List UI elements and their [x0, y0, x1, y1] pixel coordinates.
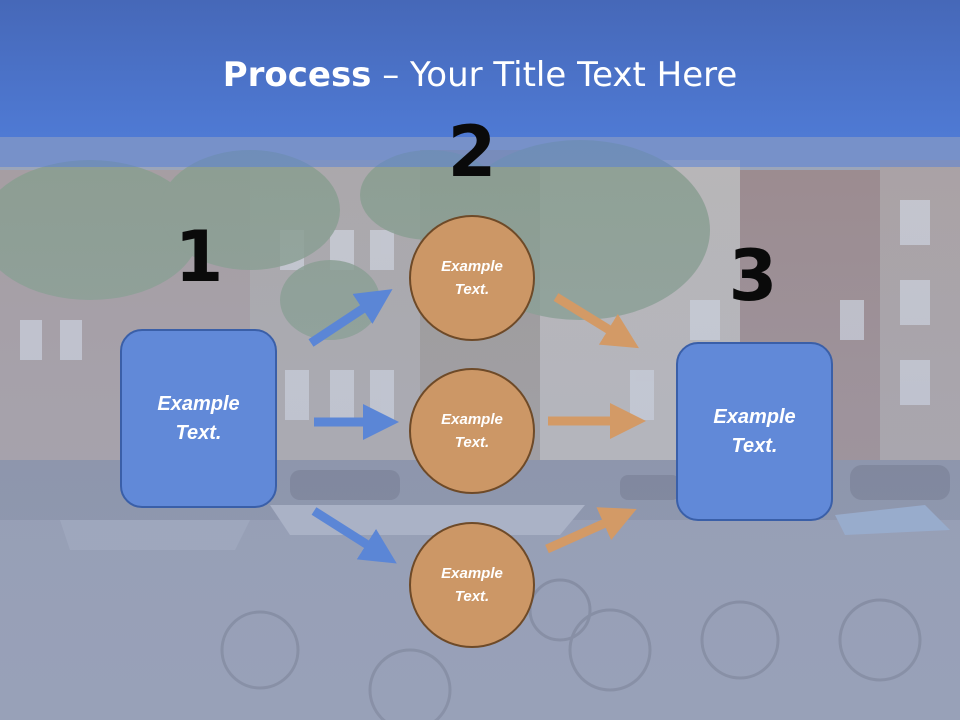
step-2-circle-bottom-label: Example Text. [441, 565, 503, 605]
arrow-2-to-3-top [553, 293, 639, 349]
title-band [0, 0, 960, 137]
step-2-circle-top-label: Example Text. [441, 258, 503, 298]
title-strip [0, 137, 960, 167]
step-2-circle-bottom: Example Text. [409, 522, 535, 648]
step-2-number: 2 [447, 111, 497, 193]
arrow-1-to-2-bottom [311, 507, 397, 564]
step-2-circle-middle-label: Example Text. [441, 411, 503, 451]
step-3-number: 3 [728, 235, 778, 317]
step-3-label: Example Text. [713, 405, 796, 457]
title-bold: Process [222, 55, 372, 95]
step-3-box: Example Text. [676, 342, 833, 521]
step-2-circle-top: Example Text. [409, 215, 535, 341]
step-1-number: 1 [174, 216, 224, 298]
arrow-2-to-3-bottom [545, 507, 637, 554]
step-1-box: Example Text. [120, 329, 277, 508]
step-2-circle-middle: Example Text. [409, 368, 535, 494]
arrow-1-to-2-top [308, 289, 393, 347]
title-rest: – Your Title Text Here [371, 55, 738, 95]
slide-title: Process – Your Title Text Here [0, 52, 960, 98]
step-1-label: Example Text. [157, 392, 240, 444]
